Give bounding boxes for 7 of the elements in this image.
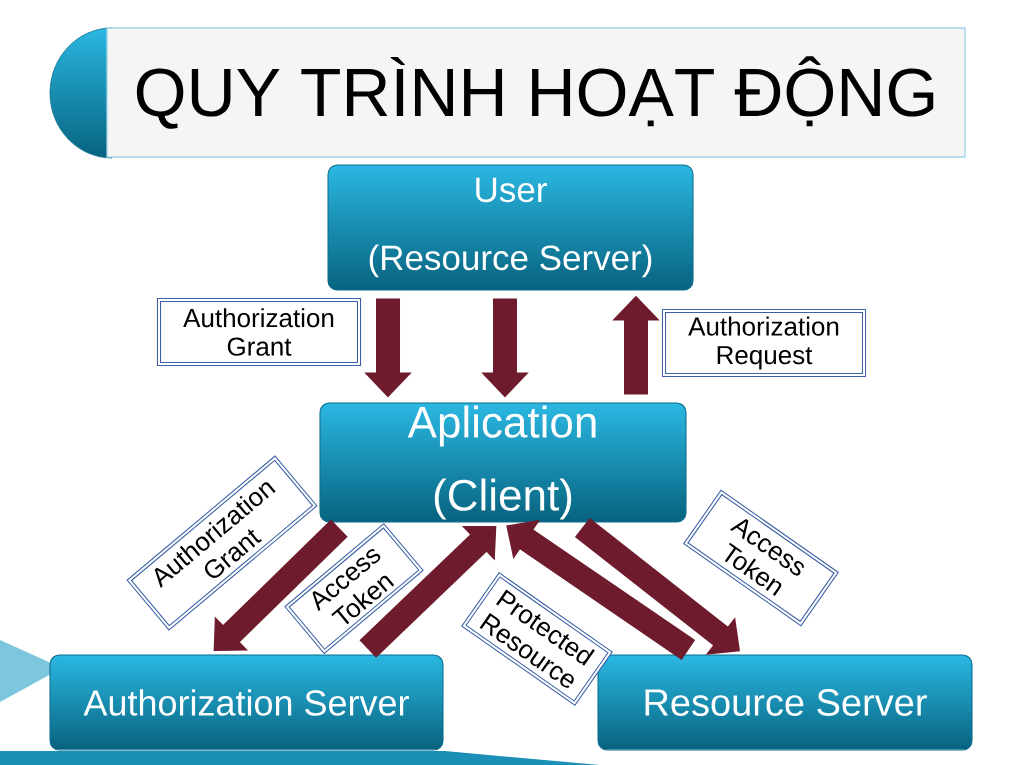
edge-label: Authorization Request — [661, 308, 867, 378]
process-box: Resource Server — [597, 654, 973, 751]
title-banner: QUY TRÌNH HOẠT ĐỘNG — [49, 27, 966, 159]
process-box: Authorization Server — [49, 654, 444, 751]
process-box: User (Resource Server) — [327, 164, 694, 291]
process-box: Aplication (Client) — [319, 402, 687, 523]
edge-label: Authorization Grant — [156, 297, 362, 367]
